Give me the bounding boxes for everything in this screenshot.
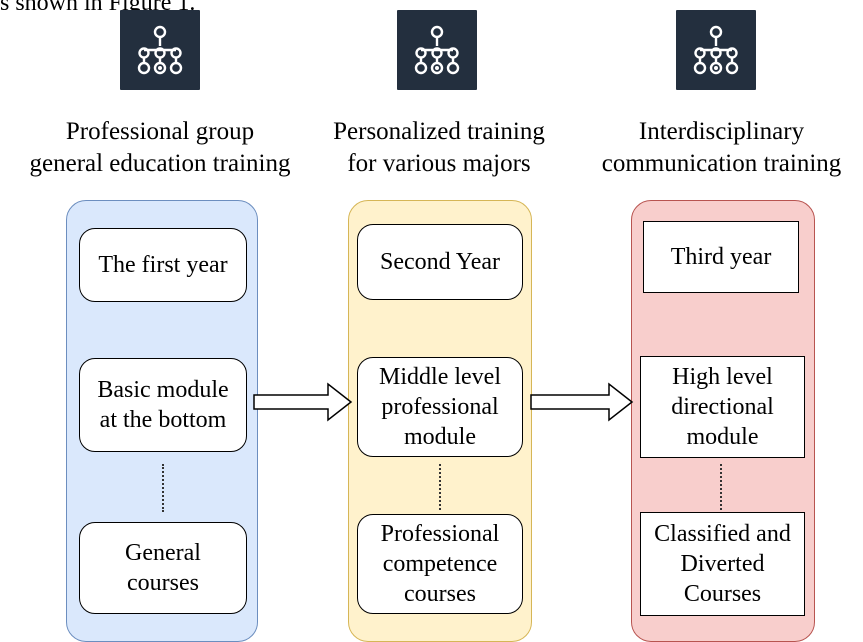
flow-arrow <box>253 382 353 422</box>
courses-box: Professional competence courses <box>357 514 523 614</box>
column-heading: Interdisciplinary communication training <box>601 118 842 177</box>
module-box: Middle level professional module <box>357 357 523 457</box>
flow-arrow <box>530 382 634 422</box>
hierarchy-tree-icon <box>676 10 756 90</box>
courses-box: General courses <box>79 522 247 614</box>
hierarchy-tree-icon <box>397 10 477 90</box>
year-box: Third year <box>643 221 799 293</box>
module-box: High level directional module <box>640 356 805 458</box>
year-box: Second Year <box>357 224 523 300</box>
ellipsis-dots <box>162 464 168 512</box>
ellipsis-dots <box>720 464 726 510</box>
courses-box: Classified and Diverted Courses <box>640 512 805 616</box>
module-box: Basic module at the bottom <box>79 358 247 452</box>
column-heading: Professional group general education tra… <box>29 118 291 177</box>
year-box: The first year <box>79 228 247 302</box>
ellipsis-dots <box>439 464 445 510</box>
hierarchy-tree-icon <box>120 10 200 90</box>
column-heading: Personalized training for various majors <box>333 118 545 177</box>
